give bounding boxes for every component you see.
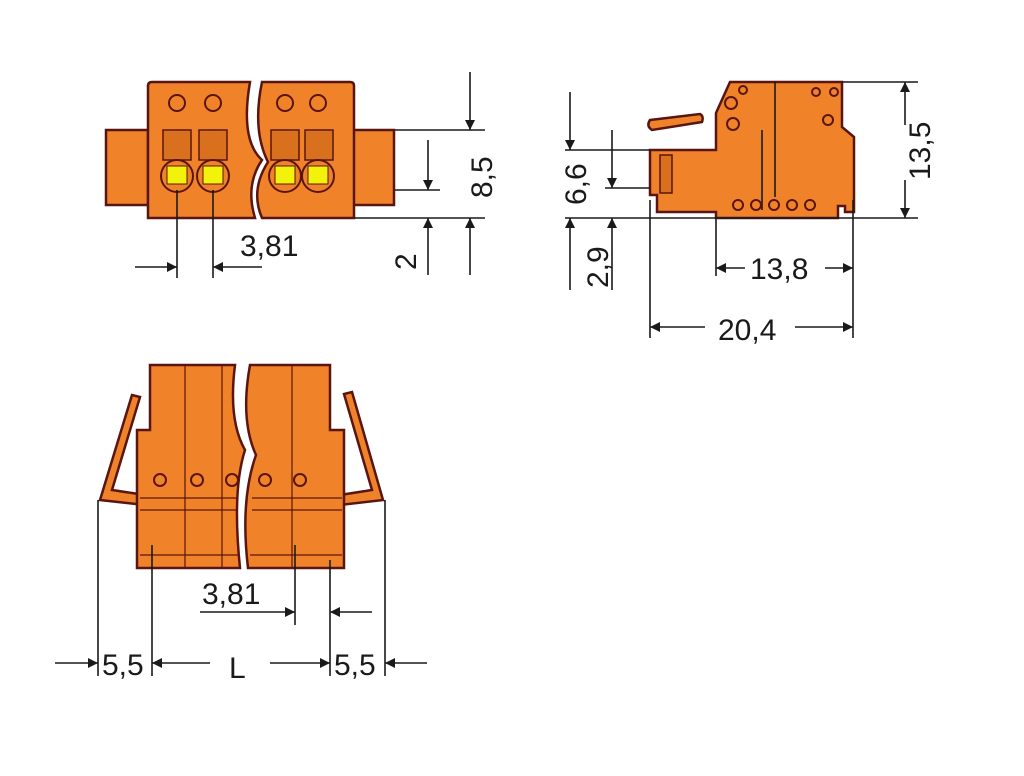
right-latch-label: 5,5 [334, 649, 376, 682]
ribs [140, 365, 342, 568]
top-dimensions: 3,81 5,5 L 5,5 [55, 500, 427, 685]
total-depth-label: 20,4 [718, 314, 776, 347]
front-pitch-label: 3,81 [240, 230, 298, 263]
top-housing-left [135, 363, 247, 570]
side-dimensions: 13,5 6,6 2,9 13,8 20,4 [560, 81, 937, 347]
front-view: 3,81 8,5 2 [104, 72, 499, 278]
top-pitch-label: 3,81 [202, 578, 260, 611]
latch-height-label: 6,6 [560, 163, 593, 205]
clamp-units [160, 94, 335, 193]
top-housing-right [244, 363, 346, 570]
side-height-label: 13,5 [904, 122, 937, 180]
front-offset-label: 2 [390, 253, 423, 270]
right-latch [338, 390, 385, 507]
side-housing [648, 80, 856, 220]
top-view: 3,81 5,5 L 5,5 [55, 363, 427, 685]
left-latch-label: 5,5 [102, 649, 144, 682]
bottom-offset-label: 2,9 [582, 246, 615, 288]
right-flange [350, 128, 396, 207]
left-flange [104, 128, 150, 207]
front-height-label: 8,5 [466, 156, 499, 198]
side-view: 13,5 6,6 2,9 13,8 20,4 [560, 80, 937, 347]
release-lever [647, 112, 704, 132]
length-label: L [229, 652, 246, 685]
front-dimensions: 3,81 8,5 2 [135, 72, 499, 278]
body-depth-label: 13,8 [750, 253, 808, 286]
